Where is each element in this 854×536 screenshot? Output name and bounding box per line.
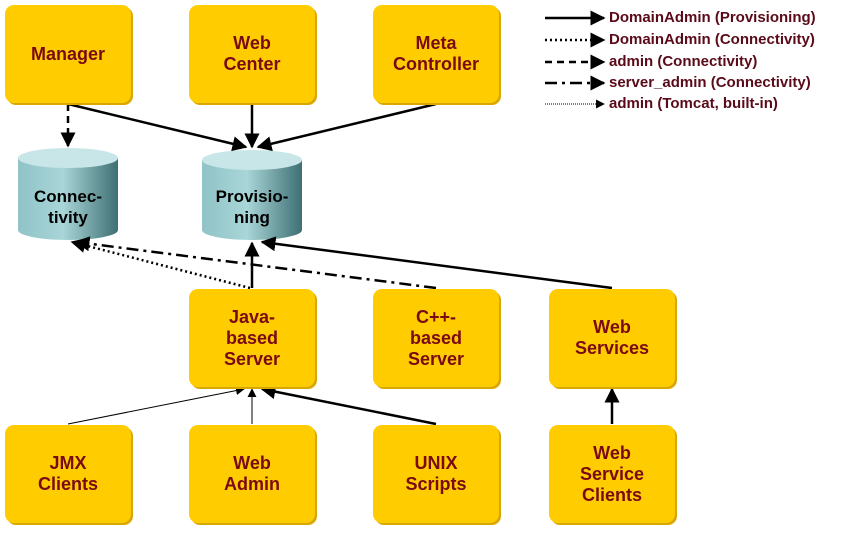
web-center-box: Web Center (189, 5, 315, 103)
edge-unixscripts-javaserver (260, 384, 437, 426)
web-admin-label: Web Admin (224, 453, 280, 494)
web-service-clients-box: Web Service Clients (549, 425, 675, 523)
legend-label-dash-dot: server_admin (Connectivity) (609, 74, 811, 91)
java-server-box: Java- based Server (189, 289, 315, 387)
cpp-server-box: C++- based Server (373, 289, 499, 387)
legend-label-dotted: DomainAdmin (Connectivity) (609, 31, 815, 48)
edge-jmx-javaserver (67, 386, 245, 425)
edge-cppserver-connectivity (74, 236, 437, 290)
meta-controller-box: Meta Controller (373, 5, 499, 103)
manager-label: Manager (30, 43, 106, 64)
edge-javaserver-connectivity (70, 238, 251, 290)
meta-controller-label: Meta Controller (392, 33, 479, 74)
manager-box: Manager (5, 5, 131, 103)
jmx-clients-label: JMX Clients (37, 453, 98, 494)
web-service-clients-label: Web Service Clients (579, 442, 645, 505)
edge-metacontroller-provisioning (256, 102, 437, 152)
legend-label-solid: DomainAdmin (Provisioning) (609, 9, 816, 26)
edge-manager-provisioning (67, 102, 248, 152)
web-admin-box: Web Admin (189, 425, 315, 523)
edge-webservices-provisioning (260, 236, 613, 290)
unix-scripts-box: UNIX Scripts (373, 425, 499, 523)
cpp-server-label: C++- based Server (407, 306, 465, 369)
connectivity-database-label: Connec- tivity (34, 187, 102, 227)
web-center-label: Web Center (223, 33, 281, 74)
connectivity-database-shape (18, 148, 118, 240)
provisioning-database-label: Provisio- ning (215, 187, 289, 227)
legend-label-dashed: admin (Connectivity) (609, 53, 758, 70)
legend-label-thin-dotted: admin (Tomcat, built-in) (609, 95, 778, 112)
web-services-label: Web Services (574, 317, 650, 358)
jmx-clients-box: JMX Clients (5, 425, 131, 523)
provisioning-database-shape (202, 150, 302, 240)
java-server-label: Java- based Server (223, 306, 281, 369)
web-services-box: Web Services (549, 289, 675, 387)
unix-scripts-label: UNIX Scripts (405, 453, 467, 494)
